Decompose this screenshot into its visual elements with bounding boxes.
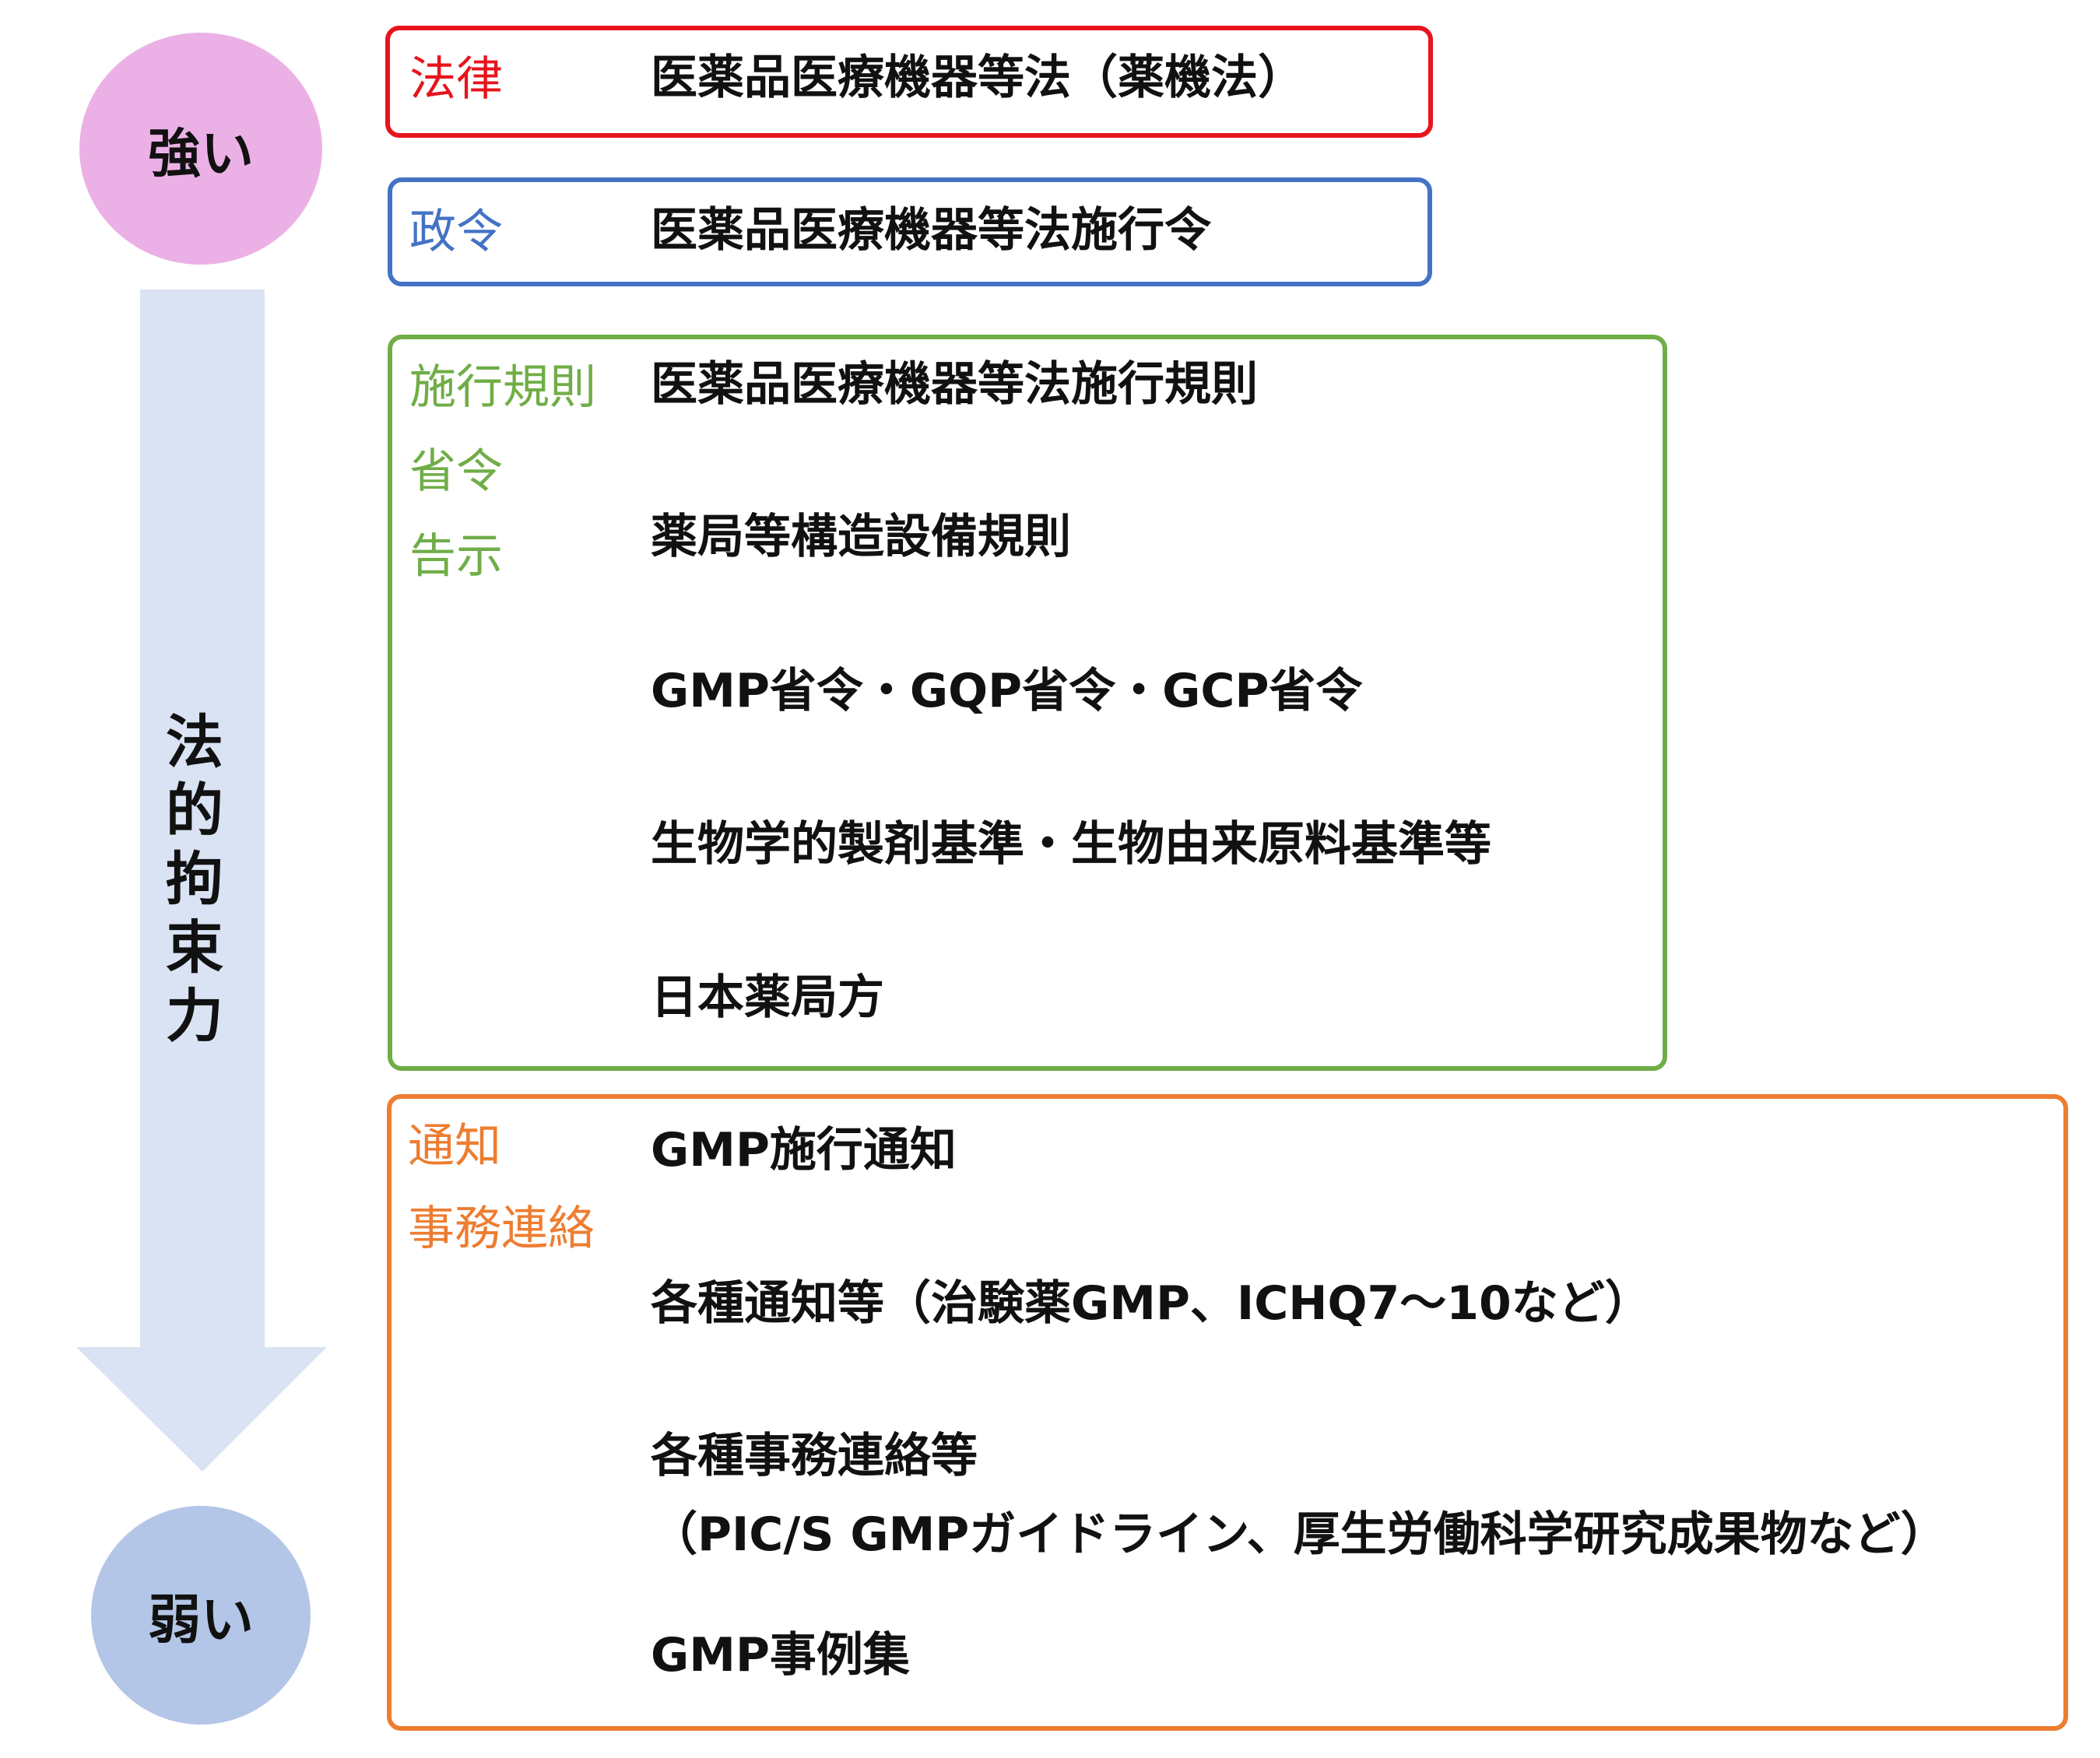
tier-law-item: 医薬品医療機器等法（薬機法） bbox=[651, 51, 1305, 105]
tier-notice-item: GMP施行通知 bbox=[651, 1123, 957, 1177]
tier-cabinet-item: 医薬品医療機器等法施行令 bbox=[651, 203, 1211, 258]
strong-label: 強い bbox=[147, 123, 254, 185]
strong-circle: 強い bbox=[79, 33, 322, 265]
tier-ordinance-label: 告示 bbox=[409, 529, 503, 584]
arrow-label-char: 拘 bbox=[166, 846, 223, 913]
tier-ordinance-label: 施行規則 bbox=[409, 360, 596, 415]
arrow-label-char: 束 bbox=[166, 914, 223, 981]
tier-ordinance-item: 生物学的製剤基準・生物由来原料基準等 bbox=[651, 817, 1491, 872]
tier-ordinance-item: 医薬品医療機器等法施行規則 bbox=[651, 357, 1258, 412]
tier-ordinance-item: 日本薬局方 bbox=[651, 970, 884, 1025]
tier-cabinet-label: 政令 bbox=[409, 205, 503, 259]
tier-notice-item: 各種通知等（治験薬GMP、ICHQ7～10など） bbox=[651, 1276, 1652, 1331]
arrow-label-char: 法 bbox=[166, 709, 223, 776]
tier-notice-item: （PIC/S GMPガイドライン、厚生労働科学研究成果物など） bbox=[651, 1507, 1947, 1562]
tier-notice-box bbox=[387, 1094, 2068, 1731]
weak-circle: 弱い bbox=[91, 1506, 311, 1725]
tier-notice-label: 事務連絡 bbox=[408, 1202, 595, 1256]
tier-ordinance-item: 薬局等構造設備規則 bbox=[651, 510, 1071, 564]
arrow-label-char: 的 bbox=[166, 777, 223, 844]
tier-ordinance-box bbox=[388, 335, 1667, 1071]
tier-ordinance-label: 省令 bbox=[409, 444, 503, 499]
tier-law-label: 法律 bbox=[409, 52, 503, 107]
binding-force-label: 法 的 拘 束 力 bbox=[156, 708, 234, 1051]
tier-law-box bbox=[385, 26, 1433, 138]
tier-notice-item: GMP事例集 bbox=[651, 1628, 910, 1683]
arrow-label-char: 力 bbox=[166, 983, 223, 1050]
tier-notice-item: 各種事務連絡等 bbox=[651, 1429, 978, 1483]
weak-label: 弱い bbox=[147, 1590, 254, 1651]
arrow-shape bbox=[76, 289, 327, 1472]
tier-notice-label: 通知 bbox=[408, 1119, 501, 1174]
tier-cabinet-box bbox=[388, 177, 1432, 286]
tier-ordinance-item: GMP省令・GQP省令・GCP省令 bbox=[651, 664, 1363, 718]
